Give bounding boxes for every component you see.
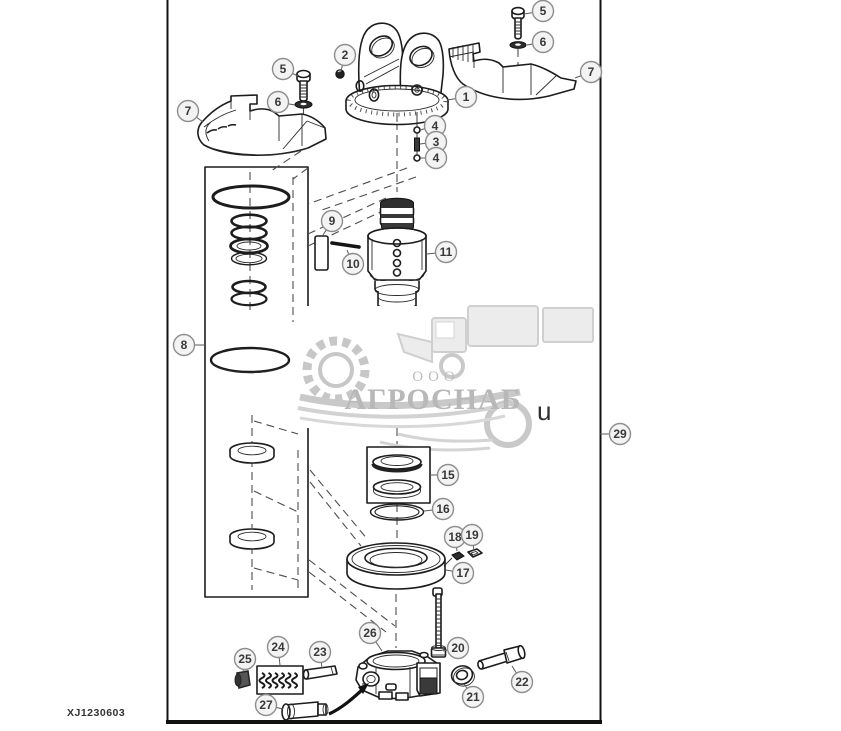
part-spring-kit [256, 665, 304, 695]
callout-26: 26 [358, 621, 383, 652]
svg-text:20: 20 [451, 641, 465, 655]
svg-text:7: 7 [185, 104, 192, 118]
part-washer-small [450, 665, 475, 687]
svg-text:21: 21 [466, 690, 480, 704]
svg-text:15: 15 [441, 468, 455, 482]
svg-text:27: 27 [259, 698, 273, 712]
svg-text:10: 10 [346, 257, 360, 271]
watermark-prefix: ООО [412, 369, 460, 385]
svg-text:3: 3 [433, 135, 440, 149]
svg-text:17: 17 [456, 566, 470, 580]
part-clevis-bracket [345, 22, 449, 126]
part-washer-left [294, 100, 313, 109]
callout-1: 1 [446, 85, 478, 109]
svg-text:23: 23 [313, 645, 327, 659]
callout-8: 8 [172, 333, 205, 357]
part-oring [369, 503, 425, 521]
callout-10: 10 [341, 249, 365, 276]
part-pin [302, 665, 338, 680]
part-roll-pin [330, 241, 361, 249]
callout-3: 3 [419, 130, 448, 154]
part-bushing [281, 701, 329, 721]
callout-21: 21 [461, 683, 485, 709]
svg-text:5: 5 [280, 62, 287, 76]
watermark-mark: u [537, 396, 551, 426]
svg-text:7: 7 [588, 65, 595, 79]
svg-text:18: 18 [448, 530, 462, 544]
watermark-art [297, 305, 594, 452]
callout-19: 19 [460, 523, 484, 552]
part-plug-small [234, 670, 251, 689]
part-seal-pack [366, 446, 431, 504]
callout-7: 7 [574, 60, 603, 84]
svg-text:11: 11 [440, 245, 453, 259]
part-backup-ring [314, 235, 329, 271]
callout-5: 5 [523, 0, 555, 23]
part-plug [335, 69, 345, 79]
callout-4: 4 [420, 146, 448, 170]
part-bolt-right [511, 6, 525, 40]
svg-text:8: 8 [181, 338, 188, 352]
svg-text:29: 29 [613, 427, 627, 441]
figure-code: XJ1230603 [67, 707, 125, 719]
diagram-frame [166, 0, 602, 724]
callout-2: 2 [333, 43, 357, 72]
svg-text:9: 9 [329, 214, 336, 228]
callout-7: 7 [176, 99, 204, 123]
svg-text:4: 4 [432, 119, 439, 133]
svg-text:22: 22 [515, 675, 529, 689]
svg-text:2: 2 [342, 48, 349, 62]
part-bolt-left [296, 69, 311, 102]
part-clamp-right [448, 42, 577, 101]
callout-15: 15 [430, 463, 460, 487]
part-bearing [346, 542, 446, 597]
callout-22: 22 [510, 665, 534, 694]
callout-6: 6 [266, 90, 296, 114]
callout-24: 24 [266, 635, 290, 666]
watermark-company-name: АГРОСНАБ [344, 383, 521, 416]
svg-text:6: 6 [540, 35, 547, 49]
svg-text:1: 1 [463, 90, 470, 104]
part-set-screw [443, 551, 465, 567]
part-clip [467, 548, 483, 558]
svg-text:25: 25 [238, 652, 252, 666]
part-housing [355, 650, 441, 701]
callout-9: 9 [320, 209, 344, 236]
svg-text:6: 6 [275, 95, 282, 109]
part-washer-right [509, 41, 527, 49]
svg-text:4: 4 [433, 151, 440, 165]
svg-text:16: 16 [436, 502, 450, 516]
part-gland-assembly [367, 197, 427, 319]
part-long-bolt [430, 593, 447, 658]
part-pin-set [413, 124, 421, 162]
bushing-location-arrow [328, 683, 369, 716]
callout-17: 17 [445, 561, 475, 585]
watermark: ООО АГРОСНАБ u [297, 305, 598, 452]
seal-kit-rings [209, 184, 291, 550]
svg-text:19: 19 [465, 528, 479, 542]
construction-lines [249, 49, 519, 648]
callout-20: 20 [442, 636, 470, 660]
callout-11: 11 [426, 240, 458, 264]
svg-text:24: 24 [271, 640, 285, 654]
callout-6: 6 [526, 30, 555, 54]
callout-23: 23 [308, 640, 332, 669]
callout-29: 29 [600, 422, 632, 446]
callout-16: 16 [423, 497, 455, 521]
svg-text:26: 26 [363, 626, 377, 640]
callout-25: 25 [233, 647, 257, 673]
svg-text:5: 5 [540, 4, 547, 18]
casting-script-mark [206, 123, 237, 134]
callout-5: 5 [271, 57, 299, 81]
callout-18: 18 [443, 525, 467, 552]
part-shoulder-bolt [477, 644, 526, 670]
part-clamp-left [197, 94, 327, 157]
callout-27: 27 [254, 693, 284, 717]
